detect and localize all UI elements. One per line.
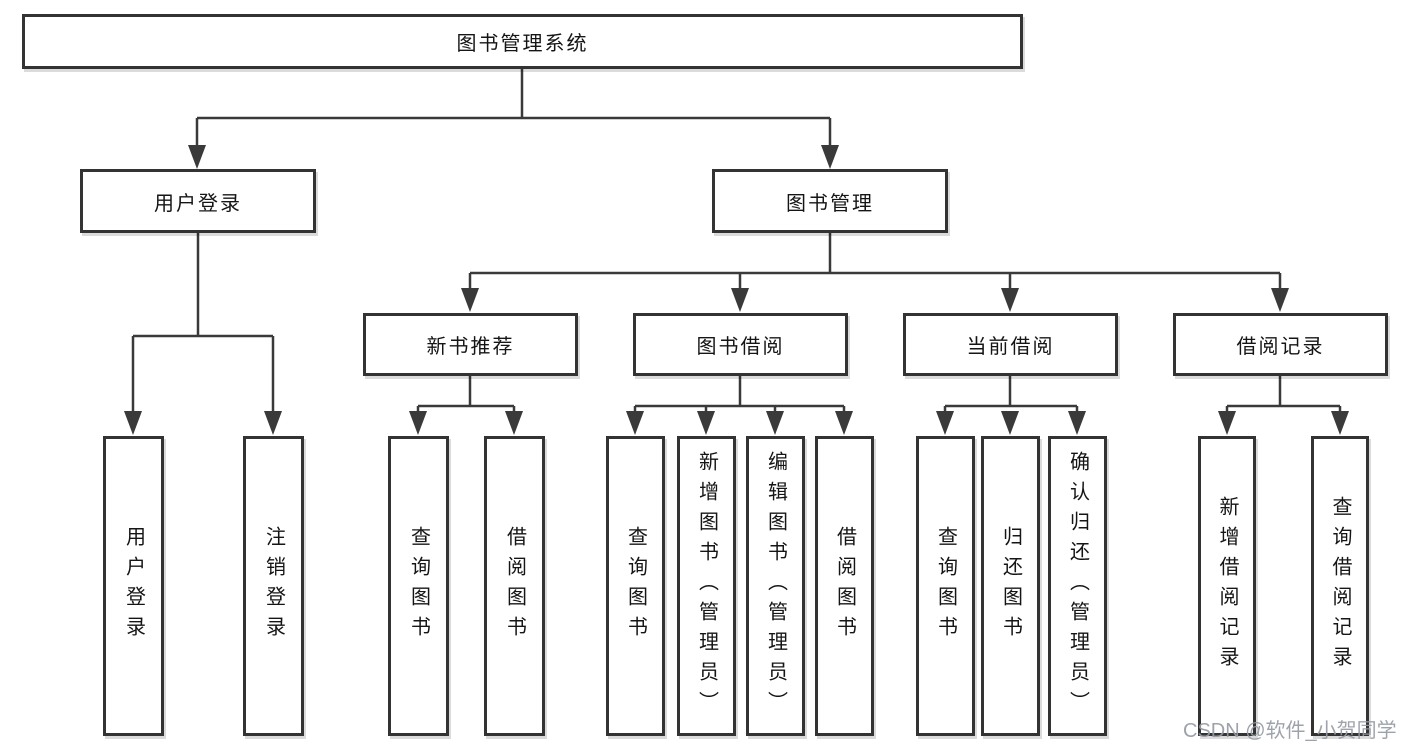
- arrow-to-leaf-bb-borrow: [835, 411, 853, 435]
- leaf-bb-edit-book-admin-label: 编辑图书（管理员）: [764, 451, 787, 721]
- connector-book-mgmt-children: [468, 233, 1282, 289]
- arrow-to-borrow-record: [1271, 288, 1289, 312]
- csdn-watermark: CSDN @软件_小贺同学: [1183, 720, 1397, 742]
- leaf-nb-query-book-label: 查询图书: [407, 526, 430, 646]
- connector-borrow-record-children: [1225, 376, 1342, 411]
- node-book-borrow-label: 图书借阅: [696, 336, 785, 358]
- node-user-login: 用户登录: [80, 169, 316, 233]
- leaf-bb-borrow-book: 借阅图书: [815, 436, 874, 736]
- node-root-label: 图书管理系统: [456, 33, 589, 55]
- arrow-to-leaf-logout: [264, 411, 282, 435]
- node-borrow-record-label: 借阅记录: [1236, 336, 1325, 358]
- arrow-to-new-book-rec: [461, 288, 479, 312]
- arrow-to-leaf-bb-edit: [766, 411, 784, 435]
- leaf-cb-confirm-return-admin-label: 确认归还（管理员）: [1066, 451, 1089, 721]
- leaf-br-add-record: 新增借阅记录: [1198, 436, 1256, 736]
- leaf-bb-edit-book-admin: 编辑图书（管理员）: [746, 436, 805, 736]
- arrow-to-leaf-cb-return: [1001, 411, 1019, 435]
- arrow-to-leaf-nb-borrow: [505, 411, 523, 435]
- leaf-user-login: 用户登录: [103, 436, 164, 736]
- leaf-bb-query-book: 查询图书: [606, 436, 665, 736]
- arrow-to-leaf-br-query: [1331, 411, 1349, 435]
- arrow-to-leaf-user-login: [124, 411, 142, 435]
- leaf-nb-query-book: 查询图书: [388, 436, 449, 736]
- leaf-cb-query-book: 查询图书: [916, 436, 975, 736]
- leaf-bb-add-book-admin: 新增图书（管理员）: [677, 436, 736, 736]
- leaf-cb-query-book-label: 查询图书: [934, 526, 957, 646]
- node-book-borrow: 图书借阅: [633, 313, 848, 376]
- leaf-user-login-label: 用户登录: [122, 526, 145, 646]
- connector-book-borrow-children: [633, 376, 846, 411]
- leaf-bb-query-book-label: 查询图书: [624, 526, 647, 646]
- arrow-to-current-borrow: [1001, 288, 1019, 312]
- arrow-to-book-mgmt: [821, 145, 839, 169]
- leaf-cb-return-book: 归还图书: [981, 436, 1040, 736]
- arrow-to-user-login: [188, 145, 206, 169]
- node-root: 图书管理系统: [22, 14, 1023, 69]
- leaf-bb-add-book-admin-label: 新增图书（管理员）: [695, 451, 718, 721]
- node-user-login-label: 用户登录: [154, 192, 242, 215]
- connector-current-borrow-children: [943, 376, 1079, 411]
- leaf-cb-return-book-label: 归还图书: [999, 526, 1022, 646]
- connector-new-book-rec-children: [416, 376, 516, 411]
- node-book-mgmt-label: 图书管理: [786, 192, 874, 215]
- leaf-logout-label: 注销登录: [262, 526, 285, 646]
- arrow-to-book-borrow: [731, 288, 749, 312]
- arrow-to-leaf-bb-query: [626, 411, 644, 435]
- node-new-book-rec: 新书推荐: [363, 313, 578, 376]
- arrow-to-leaf-nb-query: [409, 411, 427, 435]
- arrow-to-leaf-cb-query: [936, 411, 954, 435]
- node-current-borrow-label: 当前借阅: [966, 336, 1055, 358]
- arrow-to-leaf-cb-confirm: [1068, 411, 1086, 435]
- node-book-mgmt: 图书管理: [712, 169, 948, 233]
- leaf-bb-borrow-book-label: 借阅图书: [833, 526, 856, 646]
- node-current-borrow: 当前借阅: [903, 313, 1118, 376]
- leaf-nb-borrow-book-label: 借阅图书: [503, 526, 526, 646]
- node-new-book-rec-label: 新书推荐: [426, 336, 515, 358]
- leaf-cb-confirm-return-admin: 确认归还（管理员）: [1048, 436, 1107, 736]
- leaf-br-query-record-label: 查询借阅记录: [1329, 496, 1351, 676]
- leaf-nb-borrow-book: 借阅图书: [484, 436, 545, 736]
- connector-root-to-level2: [195, 69, 832, 147]
- arrow-to-leaf-br-add: [1218, 411, 1236, 435]
- node-borrow-record: 借阅记录: [1173, 313, 1388, 376]
- connector-user-login-children: [131, 233, 275, 412]
- arrow-to-leaf-bb-add: [697, 411, 715, 435]
- leaf-br-add-record-label: 新增借阅记录: [1216, 496, 1238, 676]
- leaf-logout: 注销登录: [243, 436, 304, 736]
- leaf-br-query-record: 查询借阅记录: [1311, 436, 1369, 736]
